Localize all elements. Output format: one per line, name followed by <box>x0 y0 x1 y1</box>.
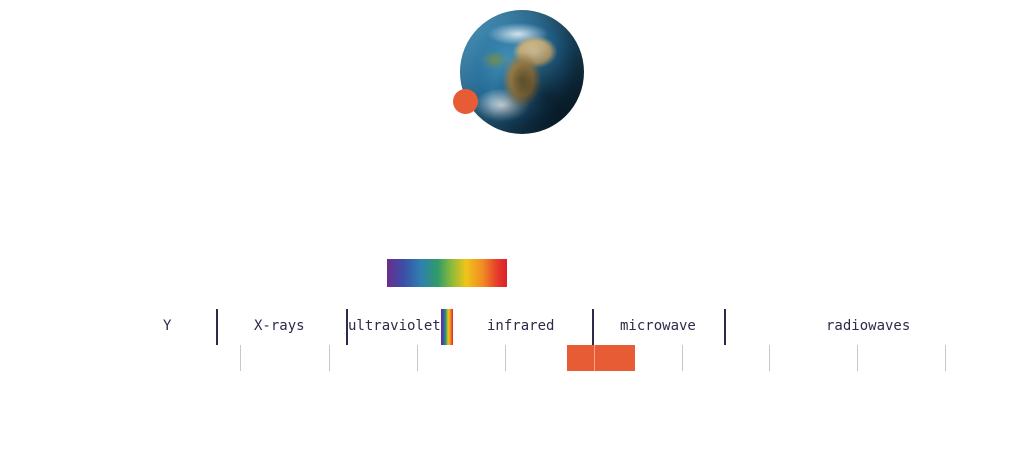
band-label-infrared: infrared <box>487 318 555 334</box>
band-label-radiowaves: radiowaves <box>826 318 911 334</box>
scale-tick <box>329 345 330 371</box>
band-label-ultraviolet: ultraviolet <box>348 318 441 334</box>
scale-tick <box>240 345 241 371</box>
position-marker <box>567 345 635 371</box>
scale-tick <box>945 345 946 371</box>
scale-tick <box>682 345 683 371</box>
marker-center-line <box>594 345 595 371</box>
scale-tick <box>857 345 858 371</box>
band-divider <box>592 309 594 345</box>
visible-light-gradient-bar <box>387 259 507 287</box>
orange-dot-icon <box>453 89 478 114</box>
band-divider <box>724 309 726 345</box>
visible-light-marker <box>441 309 453 345</box>
scale-tick <box>769 345 770 371</box>
earth-image <box>460 10 584 134</box>
band-label-microwave: microwave <box>620 318 696 334</box>
earth-globe-icon <box>460 10 584 134</box>
scale-tick <box>417 345 418 371</box>
scale-tick <box>505 345 506 371</box>
band-label-xrays: X-rays <box>254 318 305 334</box>
band-label-gamma: Y <box>163 318 172 334</box>
band-divider <box>216 309 218 345</box>
band-divider <box>346 309 348 345</box>
